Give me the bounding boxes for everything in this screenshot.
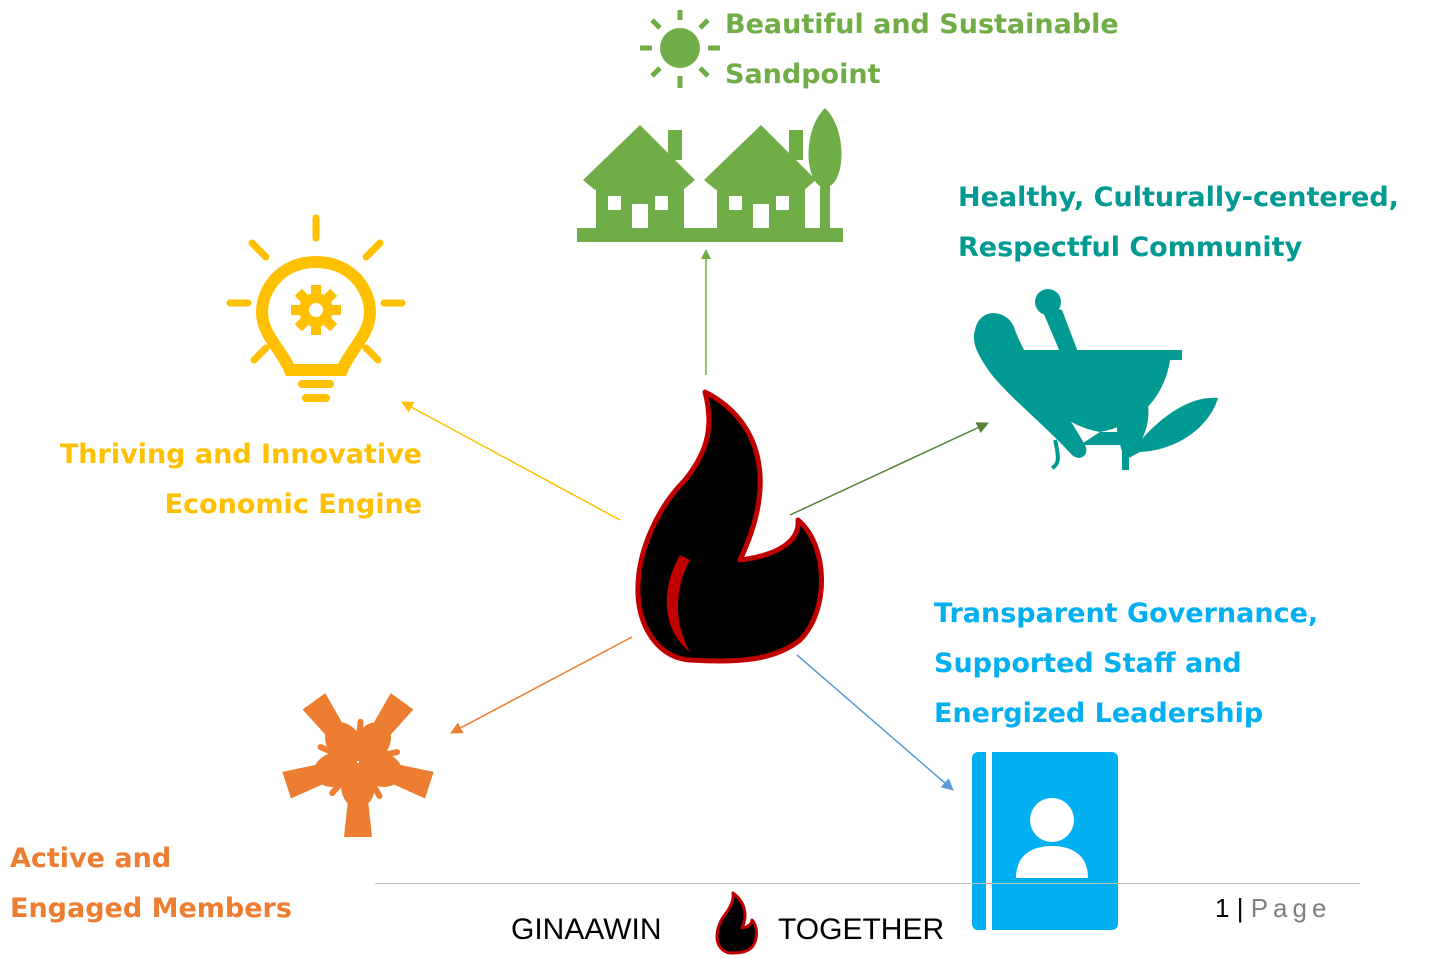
arrow-to-governance — [796, 654, 954, 791]
goal-upper-left-line2: Economic Engine — [164, 489, 422, 520]
goal-upper-right-line1: Healthy, Culturally-centered, — [958, 182, 1399, 213]
page-number: 1 | Page — [1215, 893, 1331, 924]
goal-lower-left-line1: Active and — [10, 843, 172, 874]
goal-upper-right-line2: Respectful Community — [958, 232, 1303, 263]
goal-lower-right-line2: Supported Staff and — [934, 648, 1242, 679]
lightbulb-gear-icon — [226, 214, 406, 402]
sun-icon — [640, 10, 720, 88]
goal-lower-left-line2: Engaged Members — [10, 893, 292, 924]
goal-lower-right-label: Transparent Governance, Supported Staff … — [934, 589, 1318, 739]
goal-upper-left-label: Thriving and Innovative Economic Engine — [60, 430, 422, 530]
mortar-pestle-feather-leaf-icon — [973, 289, 1218, 470]
footer-fire-icon — [715, 891, 758, 955]
goal-top-label: Beautiful and Sustainable Sandpoint — [725, 0, 1119, 100]
arrow-to-community — [789, 422, 989, 516]
footer-left-text: GINAAWIN — [511, 913, 662, 946]
houses-tree-icon — [577, 108, 843, 242]
footer-divider — [375, 883, 1360, 884]
goal-lower-right-line1: Transparent Governance, — [934, 598, 1319, 629]
goal-top-line1: Beautiful and Sustainable — [725, 9, 1119, 40]
fire-icon — [635, 389, 824, 664]
hands-circle-icon — [282, 693, 434, 837]
arrow-to-economic — [401, 401, 621, 521]
goal-upper-right-label: Healthy, Culturally-centered, Respectful… — [958, 173, 1399, 273]
footer-right-text: TOGETHER — [778, 913, 945, 946]
page-number-value: 1 — [1215, 893, 1230, 923]
goal-lower-right-line3: Energized Leadership — [934, 698, 1264, 729]
contact-book-icon — [972, 752, 1118, 930]
page-separator: | — [1236, 893, 1244, 923]
goal-top-line2: Sandpoint — [725, 59, 881, 90]
arrow-to-members — [450, 636, 633, 734]
goal-lower-left-label: Active and Engaged Members — [10, 834, 292, 934]
goal-upper-left-line1: Thriving and Innovative — [59, 439, 422, 470]
page-label: Page — [1250, 893, 1332, 923]
